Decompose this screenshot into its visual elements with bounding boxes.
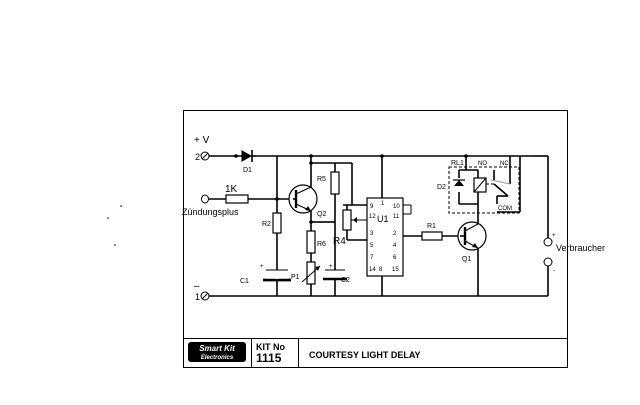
ic-pin-15: 15 <box>392 267 399 273</box>
label-node-pos: 2 <box>195 152 200 162</box>
label-ignition: Zündungsplus <box>182 207 239 217</box>
label-load: Verbraucher <box>556 243 605 253</box>
ic-pin-12: 12 <box>369 214 376 220</box>
label-c1-plus: + <box>260 264 264 270</box>
smart-kit-logo <box>188 342 246 362</box>
ic-pin-4: 4 <box>393 243 397 249</box>
kit-number: 1115 <box>256 351 282 365</box>
label-c1: C1 <box>240 278 249 285</box>
ic-pin-7: 7 <box>370 255 374 261</box>
label-load-pos: + <box>552 233 556 239</box>
ic-u1 <box>366 154 422 296</box>
label-u1: U1 <box>377 214 389 224</box>
node-dot <box>309 220 313 224</box>
label-nc: NC <box>500 161 509 167</box>
drawing-frame <box>183 110 568 368</box>
label-r1: R1 <box>427 223 436 230</box>
ic-pin-10: 10 <box>393 204 400 210</box>
label-r5: R5 <box>317 176 326 183</box>
potentiometer-p1 <box>301 261 321 285</box>
label-c2: C2 <box>341 277 350 284</box>
transistor-q1 <box>457 204 487 296</box>
stray-dot <box>114 244 116 246</box>
negative-rail <box>200 266 549 301</box>
label-no: NO <box>478 161 487 167</box>
ic-pin-3: 3 <box>370 231 374 237</box>
label-q1: Q1 <box>462 256 471 263</box>
label-d1: D1 <box>243 167 252 174</box>
label-q2: Q2 <box>317 211 326 218</box>
label-c2-plus: + <box>329 264 333 270</box>
ignition-input <box>201 194 293 204</box>
label-rl1: RL1 <box>451 160 464 167</box>
stray-dot <box>120 205 122 207</box>
label-r2: R2 <box>262 221 271 228</box>
label-load-neg: - <box>553 268 555 274</box>
label-d2: D2 <box>437 184 446 191</box>
ic-pin-8: 8 <box>379 267 383 273</box>
ic-pin-6: 6 <box>393 255 397 261</box>
r6-resistor <box>306 230 316 254</box>
title-block: Smart Kit Electronics KIT No 1115 COURTE… <box>188 339 421 367</box>
kit-number-label: KIT No <box>256 342 285 352</box>
resistor-r1 <box>421 231 460 241</box>
ic-pin-2: 2 <box>393 231 397 237</box>
label-r6: R6 <box>317 241 326 248</box>
diode-d1 <box>234 150 256 162</box>
label-com: COM <box>498 206 512 212</box>
ic-pin-5: 5 <box>370 243 374 249</box>
stray-dot <box>107 217 109 219</box>
logo-bottom-text: Electronics <box>201 355 234 361</box>
trimmer-r4 <box>342 204 367 241</box>
label-supply-pos: + V <box>194 135 210 146</box>
label-node-neg: 1 <box>195 292 200 302</box>
r2-body <box>274 214 280 232</box>
label-supply-neg: – <box>194 281 200 292</box>
label-1k: 1K <box>225 184 238 195</box>
ic-pin-1: 1 <box>381 201 385 207</box>
ic-pin-14: 14 <box>369 267 376 273</box>
r5-c2-branch <box>309 161 353 296</box>
kit-title: COURTESY LIGHT DELAY <box>309 350 421 360</box>
relay-rl1 <box>448 154 521 214</box>
label-p1: P1 <box>291 274 300 281</box>
ic-pin-9: 9 <box>370 204 374 210</box>
load-terminals <box>543 237 553 267</box>
ic-pin-11: 11 <box>393 214 400 220</box>
logo-top-text: Smart Kit <box>199 344 235 353</box>
label-r4: R4 <box>333 236 346 247</box>
